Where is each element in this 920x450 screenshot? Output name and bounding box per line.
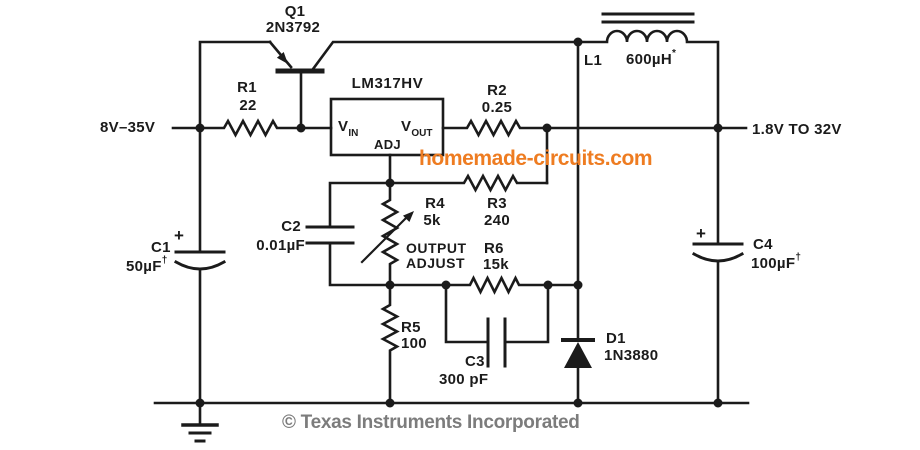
d1-value-label: 1N3880 xyxy=(604,347,659,364)
emitter-feed-wire xyxy=(198,40,272,130)
c4-ref-label: C4 xyxy=(753,236,773,253)
d1-anode-triangle xyxy=(564,342,592,368)
r2-value-label: 0.25 xyxy=(481,99,513,116)
junction-dots xyxy=(195,37,723,408)
l1-value-label: 600µH* xyxy=(626,48,677,68)
d1-diode-symbol xyxy=(561,283,595,405)
c1-ref-label: C1 xyxy=(151,239,171,256)
c1-value-text: 50µF xyxy=(126,258,162,275)
c3-value-label: 300 pF xyxy=(439,371,489,388)
ic-name-label: LM317HV xyxy=(351,75,424,92)
l1-note-asterisk: * xyxy=(672,48,677,59)
r3-value-label: 240 xyxy=(484,212,510,229)
c3-ref-label: C3 xyxy=(465,353,485,370)
copyright-notice: © Texas Instruments Incorporated xyxy=(282,412,580,433)
vout-sub: OUT xyxy=(411,128,433,139)
junction-dot xyxy=(296,123,306,133)
junction-dot xyxy=(573,37,583,47)
r4-function-line1: OUTPUT xyxy=(406,240,467,256)
r6-value-label: 15k xyxy=(483,256,509,273)
l1-ref-label: L1 xyxy=(584,52,603,69)
junction-dot xyxy=(542,123,552,133)
c2-capacitor-symbol xyxy=(305,181,392,287)
output-voltage-label: 1.8V TO 32V xyxy=(752,121,842,138)
site-watermark: homemade-circuits.com xyxy=(419,147,653,170)
q1-ref-label: Q1 xyxy=(284,3,306,20)
r3-resistor-symbol xyxy=(388,173,549,193)
r4-wiper-arrow-shaft xyxy=(360,214,410,264)
c4-value-label: 100µF† xyxy=(751,252,802,272)
r1-ref-label: R1 xyxy=(237,79,257,96)
c1-value-label: 50µF† xyxy=(126,255,168,275)
r3-ref-label: R3 xyxy=(487,195,507,212)
junction-dot xyxy=(573,398,583,408)
r2-resistor-symbol xyxy=(441,118,549,138)
junction-dot xyxy=(573,280,583,290)
r1-resistor-symbol xyxy=(198,118,333,138)
q1-emitter-arrow xyxy=(276,52,288,64)
r4-function-line2: ADJUST xyxy=(406,255,466,271)
input-voltage-label: 8V–35V xyxy=(100,119,156,136)
junction-dot xyxy=(385,178,395,188)
junction-dot xyxy=(543,280,553,290)
c3-capacitor-symbol xyxy=(444,283,550,368)
r4-potentiometer-symbol xyxy=(360,181,414,287)
c3-left-wire xyxy=(444,283,489,344)
c1-polarity-sign: + xyxy=(174,226,185,245)
ground-symbol xyxy=(181,401,219,443)
vout-main: V xyxy=(401,118,412,135)
r4-value-label: 5k xyxy=(423,212,441,229)
r1-value-label: 22 xyxy=(239,97,257,114)
l1-inductor-symbol xyxy=(576,12,720,130)
q1-part-label: 2N3792 xyxy=(265,19,321,36)
q1-emitter xyxy=(268,40,293,69)
c1-plate-curved xyxy=(173,259,227,271)
q1-transistor-symbol xyxy=(268,40,580,130)
r4-ref-label: R4 xyxy=(425,195,445,212)
ic-pin-vin-label: VIN xyxy=(338,118,359,139)
junction-dot xyxy=(441,280,451,290)
vin-main: V xyxy=(338,118,349,135)
d1-ref-label: D1 xyxy=(606,330,626,347)
ic-pin-adj-label: ADJ xyxy=(374,137,401,152)
r5-ref-label: R5 xyxy=(401,319,421,336)
r6-resistor-symbol xyxy=(444,275,580,295)
ic-pin-vout-label: VOUT xyxy=(401,118,433,139)
r4-wiper-arrowhead xyxy=(403,211,414,222)
c2-ref-label: C2 xyxy=(281,218,301,235)
c4-plate-curved xyxy=(691,251,745,263)
r6-ref-label: R6 xyxy=(484,240,504,257)
l1-coil xyxy=(576,29,720,130)
r2-ref-label: R2 xyxy=(487,82,507,99)
c3-right-wire xyxy=(504,283,550,344)
c4-capacitor-symbol xyxy=(691,126,745,405)
c2-top-wire xyxy=(328,181,392,228)
junction-dot xyxy=(713,398,723,408)
q1-collector-wire xyxy=(311,40,580,71)
junction-dot xyxy=(713,123,723,133)
c1-capacitor-symbol xyxy=(173,126,227,405)
c4-note-dagger: † xyxy=(795,252,802,263)
junction-dot xyxy=(385,398,395,408)
c4-value-text: 100µF xyxy=(751,255,796,272)
r5-resistor-symbol xyxy=(380,283,400,405)
vin-sub: IN xyxy=(348,128,359,139)
l1-value-text: 600µH xyxy=(626,51,673,68)
junction-dot xyxy=(195,398,205,408)
c2-value-label: 0.01µF xyxy=(256,237,305,254)
c4-polarity-sign: + xyxy=(696,224,707,243)
r5-value-label: 100 xyxy=(401,335,427,352)
junction-dot xyxy=(195,123,205,133)
junction-dot xyxy=(385,280,395,290)
r4-resistor-zigzag xyxy=(380,181,400,287)
c2-bottom-wire xyxy=(328,242,392,287)
c1-note-dagger: † xyxy=(161,255,168,266)
